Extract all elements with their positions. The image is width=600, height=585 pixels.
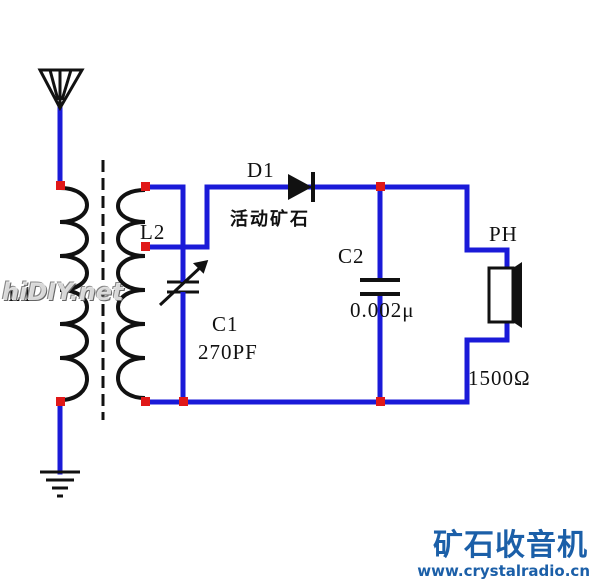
label-c1-value: 270PF bbox=[198, 340, 258, 364]
watermark: hiDIY.net bbox=[2, 278, 124, 306]
label-l2: L2 bbox=[140, 220, 166, 244]
label-d1: D1 bbox=[247, 158, 275, 182]
junctions bbox=[56, 181, 385, 406]
wire-bottom-rail bbox=[142, 319, 510, 405]
junction-dot bbox=[376, 397, 385, 406]
label-c2: C2 bbox=[338, 244, 365, 268]
antenna-icon bbox=[37, 68, 85, 112]
coil-icon bbox=[116, 188, 146, 400]
brand-title: 矿石收音机 bbox=[433, 528, 588, 563]
label-d1-description: 活动矿石 bbox=[230, 209, 310, 230]
junction-dot bbox=[56, 397, 65, 406]
label-ph-value: 1500Ω bbox=[468, 366, 531, 390]
junction-dot bbox=[141, 182, 150, 191]
junction-dot bbox=[179, 397, 188, 406]
label-l1: L1 bbox=[8, 282, 34, 306]
label-ph: PH bbox=[489, 222, 518, 246]
wire-top-rail bbox=[313, 184, 510, 271]
junction-dot bbox=[56, 181, 65, 190]
wire-l2-top bbox=[142, 184, 186, 253]
label-c2-value: 0.002μ bbox=[350, 298, 415, 322]
diode-icon bbox=[284, 172, 318, 202]
headphone-icon bbox=[487, 262, 522, 328]
junction-dot bbox=[141, 397, 150, 406]
junction-dot bbox=[376, 182, 385, 191]
coil-icon bbox=[59, 186, 89, 402]
label-c1: C1 bbox=[212, 312, 239, 336]
wire-l2-tap bbox=[142, 184, 289, 250]
capacitor-icon bbox=[360, 278, 400, 296]
variable-capacitor-icon bbox=[158, 250, 209, 308]
junction-dot bbox=[141, 242, 150, 251]
ground-icon bbox=[40, 470, 80, 498]
wires bbox=[57, 105, 510, 475]
brand-url: www.crystalradio.cn bbox=[417, 562, 590, 580]
